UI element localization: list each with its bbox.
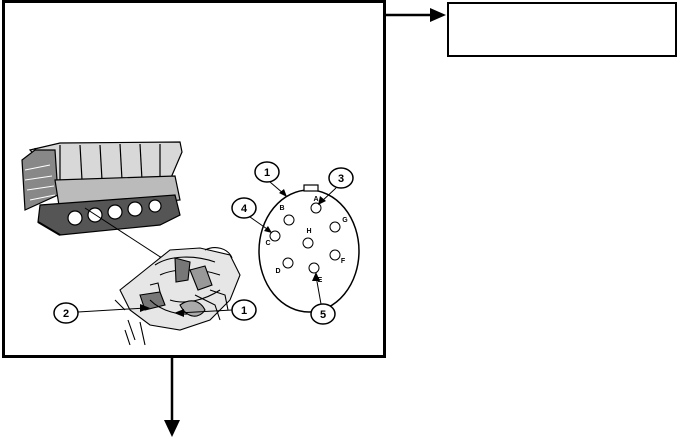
- callout-2-engine: 2: [53, 302, 150, 324]
- svg-text:B: B: [279, 205, 284, 212]
- connector-pin-e: E: [308, 262, 323, 284]
- svg-text:A: A: [313, 196, 318, 203]
- connector-pin-h: H: [302, 228, 314, 249]
- flow-arrow-right: [383, 8, 446, 22]
- connector-pin-g: G: [329, 217, 348, 233]
- vehicle-illustration: [21, 141, 183, 236]
- svg-text:4: 4: [241, 203, 248, 215]
- svg-text:F: F: [341, 258, 346, 265]
- svg-text:2: 2: [63, 308, 69, 320]
- svg-text:1: 1: [264, 167, 270, 179]
- connector-pin-d: D: [275, 257, 294, 275]
- svg-text:5: 5: [320, 309, 326, 321]
- connector-face: A B C D E F G H: [258, 184, 360, 313]
- svg-text:G: G: [342, 217, 348, 224]
- connector-pin-f: F: [329, 249, 346, 265]
- svg-text:1: 1: [241, 305, 247, 317]
- callout-5-connector: 5: [310, 272, 336, 325]
- svg-text:H: H: [306, 228, 311, 235]
- connector-pin-b: B: [279, 205, 295, 226]
- callout-1-engine: 1: [174, 299, 257, 321]
- callout-1-connector: 1: [254, 161, 287, 197]
- connector-pin-a: A: [310, 196, 322, 214]
- flow-arrow-down: [164, 357, 180, 437]
- callout-3-connector: 3: [318, 167, 354, 205]
- svg-text:E: E: [318, 277, 323, 284]
- figure-frame: [2, 0, 386, 358]
- svg-text:D: D: [275, 268, 280, 275]
- svg-text:3: 3: [338, 173, 344, 185]
- empty-step-box: [447, 2, 677, 57]
- svg-text:C: C: [265, 240, 270, 247]
- engine-detail-illustration: [114, 247, 241, 346]
- connector-pin-c: C: [265, 230, 281, 247]
- callout-4-connector: 4: [231, 197, 272, 233]
